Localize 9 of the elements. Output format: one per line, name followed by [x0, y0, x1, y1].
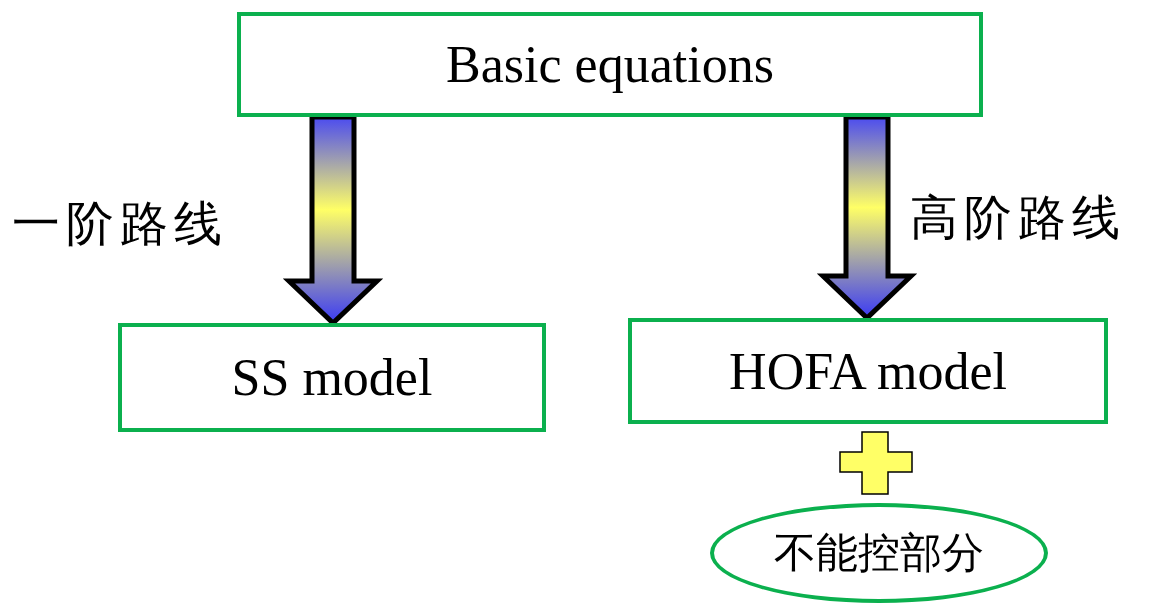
edge-label: 一阶路线 [12, 194, 228, 253]
node-text: HOFA model [729, 341, 1007, 401]
process-box [628, 318, 1108, 424]
process-box [118, 323, 546, 432]
node-text: 不能控部分 [774, 527, 984, 579]
edge-label: 高阶路线 [910, 188, 1126, 247]
node-text: Basic equations [446, 35, 774, 94]
process-box [237, 12, 983, 117]
node-text: SS model [231, 348, 433, 407]
